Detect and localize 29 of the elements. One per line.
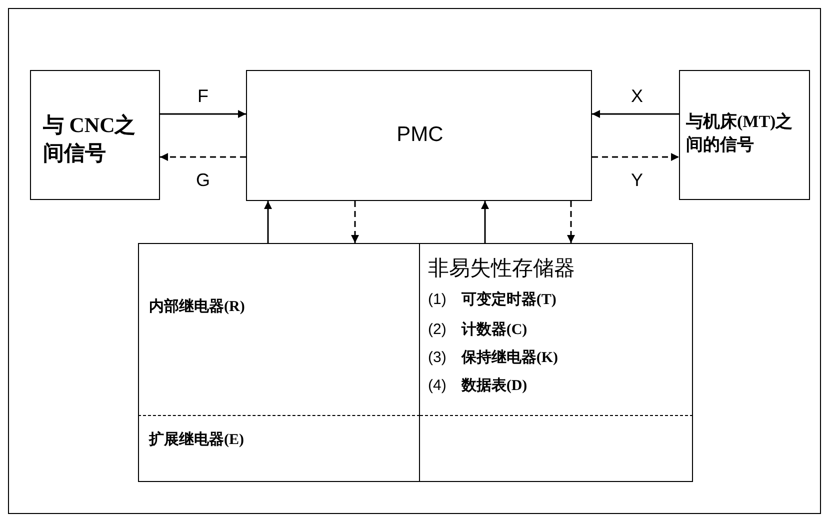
edge-label: X bbox=[630, 86, 644, 107]
arrow bbox=[481, 201, 489, 243]
arrow bbox=[264, 201, 272, 243]
memory-cell bbox=[420, 416, 693, 482]
node-label: 与 CNC之间信号 bbox=[43, 112, 137, 168]
node-label: 与机床(MT)之间的信号 bbox=[686, 111, 794, 156]
memory-cell bbox=[138, 243, 420, 416]
edge-label: G bbox=[194, 170, 211, 191]
node-label: (2) 计数器(C) bbox=[428, 320, 528, 339]
node-label: 扩展继电器(E) bbox=[149, 430, 244, 449]
node-label: (1) 可变定时器(T) bbox=[428, 290, 556, 309]
node-label: (3) 保持继电器(K) bbox=[428, 348, 558, 367]
arrow bbox=[592, 110, 679, 118]
arrow bbox=[160, 153, 246, 161]
arrow bbox=[592, 153, 679, 161]
memory-cell bbox=[138, 416, 420, 482]
edge-label: F bbox=[196, 86, 210, 107]
arrow bbox=[351, 201, 359, 243]
edge-label: Y bbox=[630, 170, 644, 191]
arrow bbox=[567, 201, 575, 243]
node-label: (4) 数据表(D) bbox=[428, 376, 528, 395]
signal-box bbox=[679, 70, 810, 200]
heading: 非易失性存储器 bbox=[428, 256, 575, 282]
node-label: PMC bbox=[396, 122, 444, 148]
signal-box bbox=[30, 70, 160, 200]
node-label: 内部继电器(R) bbox=[149, 297, 245, 316]
process-box bbox=[246, 70, 592, 201]
arrow bbox=[160, 110, 246, 118]
memory-cell bbox=[420, 243, 693, 416]
